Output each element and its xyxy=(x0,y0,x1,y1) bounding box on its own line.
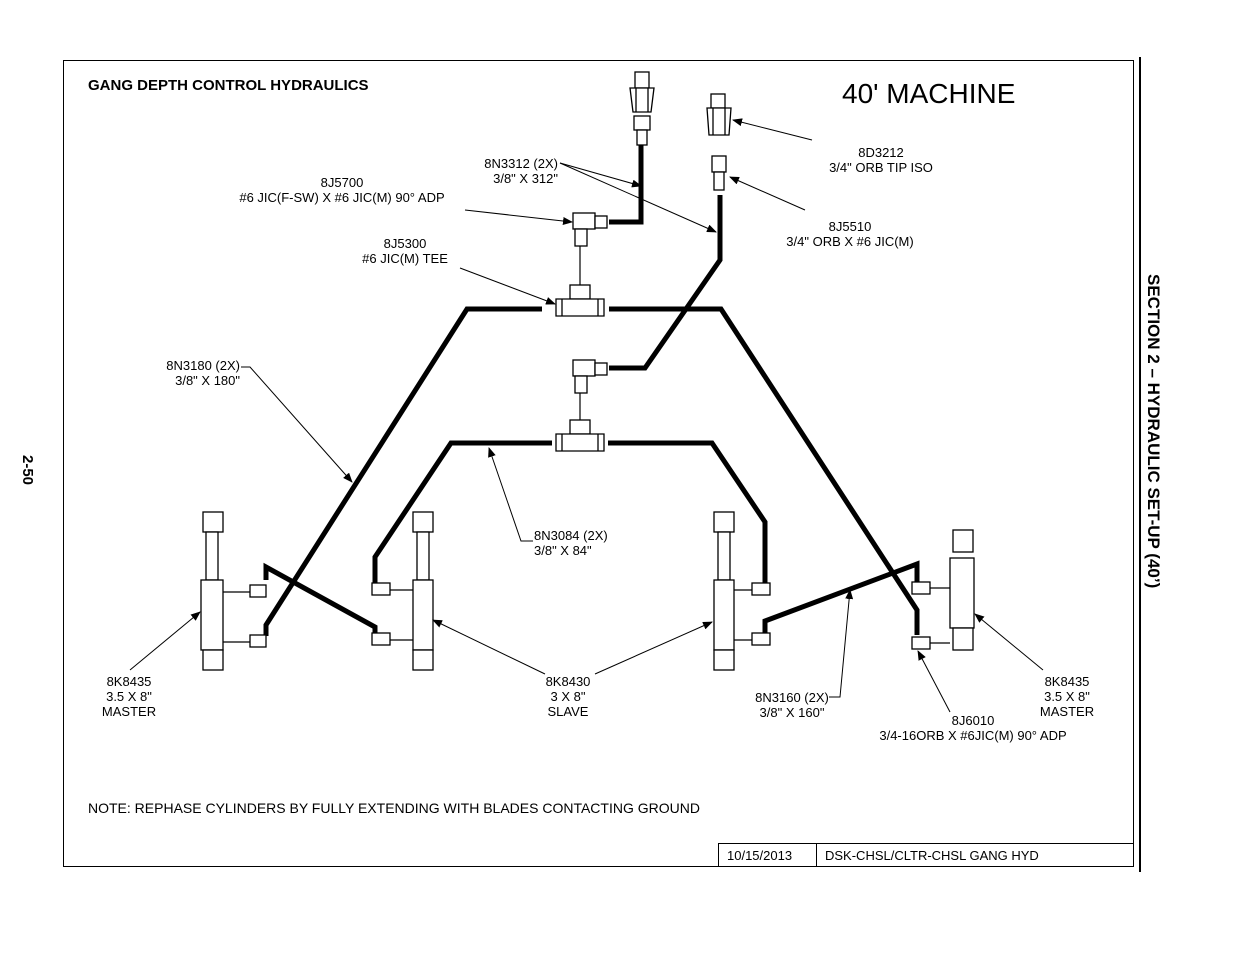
hose-8n3160-left xyxy=(263,562,378,635)
label-cylinder-left-master: 8K8435 3.5 X 8" MASTER xyxy=(90,674,168,719)
title-block-date: 10/15/2013 xyxy=(718,843,816,867)
part-description: 3/8" X 160" xyxy=(759,705,825,720)
cylinder-left-master xyxy=(200,511,267,671)
part-number: 8K8430 xyxy=(545,674,591,689)
tee-lower xyxy=(555,419,605,452)
coupler-tip-8d3212 xyxy=(629,71,655,146)
hose-8n3084-left xyxy=(372,440,552,583)
hose-8n3312-a xyxy=(609,145,644,225)
label-hose-8n3180: 8N3180 (2X) 3/8" X 180" xyxy=(140,358,240,388)
part-number: 8D3212 xyxy=(858,145,904,160)
cylinder-left-slave xyxy=(371,511,434,671)
hose-lines xyxy=(263,145,920,636)
border-rule xyxy=(1139,57,1141,872)
part-number: 8J6010 xyxy=(951,713,995,728)
rephase-note: NOTE: REPHASE CYLINDERS BY FULLY EXTENDI… xyxy=(88,800,700,816)
part-description: 3/8" X 84" xyxy=(534,543,592,558)
part-number: 8J5510 xyxy=(828,219,872,234)
part-description: 3/4" ORB X #6 JIC(M) xyxy=(786,234,914,249)
label-hose-8n3312: 8N3312 (2X) 3/8" X 312" xyxy=(470,156,558,186)
label-tee-8j5300: 8J5300 #6 JIC(M) TEE xyxy=(350,236,460,266)
cylinder-size: 3.5 X 8" xyxy=(1044,689,1090,704)
part-number: 8N3160 (2X) xyxy=(755,690,829,705)
part-number: 8K8435 xyxy=(1044,674,1090,689)
leader-lines xyxy=(129,118,1044,713)
hose-8n3180-right xyxy=(609,306,920,635)
part-description: #6 JIC(M) TEE xyxy=(362,251,448,266)
cylinder-role: MASTER xyxy=(101,704,157,719)
part-description: #6 JIC(F-SW) X #6 JIC(M) 90° ADP xyxy=(239,190,445,205)
title-block-drawing-name: DSK-CHSL/CLTR-CHSL GANG HYD xyxy=(816,843,1134,867)
label-fitting-8j5700: 8J5700 #6 JIC(F-SW) X #6 JIC(M) 90° ADP xyxy=(222,175,462,205)
label-cylinder-slave: 8K8430 3 X 8" SLAVE xyxy=(530,674,606,719)
drawing-title: GANG DEPTH CONTROL HYDRAULICS xyxy=(88,77,369,94)
part-description: 3/8" X 180" xyxy=(175,373,240,388)
cylinder-right-slave xyxy=(713,511,771,671)
cylinder-size: 3 X 8" xyxy=(550,689,586,704)
label-adapter-8j6010: 8J6010 3/4-16ORB X #6JIC(M) 90° ADP xyxy=(862,713,1084,743)
cylinder-size: 3.5 X 8" xyxy=(106,689,152,704)
hose-8n3160-right xyxy=(762,560,920,635)
hose-8n3180-left xyxy=(263,306,542,636)
label-adapter-8j5510: 8J5510 3/4" ORB X #6 JIC(M) xyxy=(772,219,928,249)
cylinder-right-master xyxy=(911,529,975,651)
part-number: 8N3180 (2X) xyxy=(166,358,240,373)
hose-8n3312-b xyxy=(609,195,723,371)
part-description: 3/4" ORB TIP ISO xyxy=(829,160,933,175)
label-hose-8n3160: 8N3160 (2X) 3/8" X 160" xyxy=(740,690,844,720)
part-number: 8N3312 (2X) xyxy=(484,156,558,171)
elbow-adapter-lower xyxy=(572,359,608,394)
cylinder-role: MASTER xyxy=(1039,704,1095,719)
part-number: 8N3084 (2X) xyxy=(534,528,608,543)
drawing-frame xyxy=(63,60,1134,867)
cylinder-role: SLAVE xyxy=(547,704,589,719)
part-number: 8K8435 xyxy=(106,674,152,689)
tee-8j5300 xyxy=(555,284,605,317)
part-number: 8J5300 xyxy=(383,236,427,251)
coupler-tip-8d3212-b xyxy=(706,93,732,191)
part-description: 3/4-16ORB X #6JIC(M) 90° ADP xyxy=(879,728,1067,743)
label-hose-8n3084: 8N3084 (2X) 3/8" X 84" xyxy=(534,528,608,558)
part-number: 8J5700 xyxy=(320,175,364,190)
hose-8n3084-right xyxy=(608,440,768,583)
machine-size-title: 40' MACHINE xyxy=(842,78,1016,109)
elbow-adapter-8j5700 xyxy=(572,212,608,247)
label-cylinder-right-master: 8K8435 3.5 X 8" MASTER xyxy=(1030,674,1104,719)
part-description: 3/8" X 312" xyxy=(493,171,558,186)
label-tip-8d3212: 8D3212 3/4" ORB TIP ISO xyxy=(815,145,947,175)
